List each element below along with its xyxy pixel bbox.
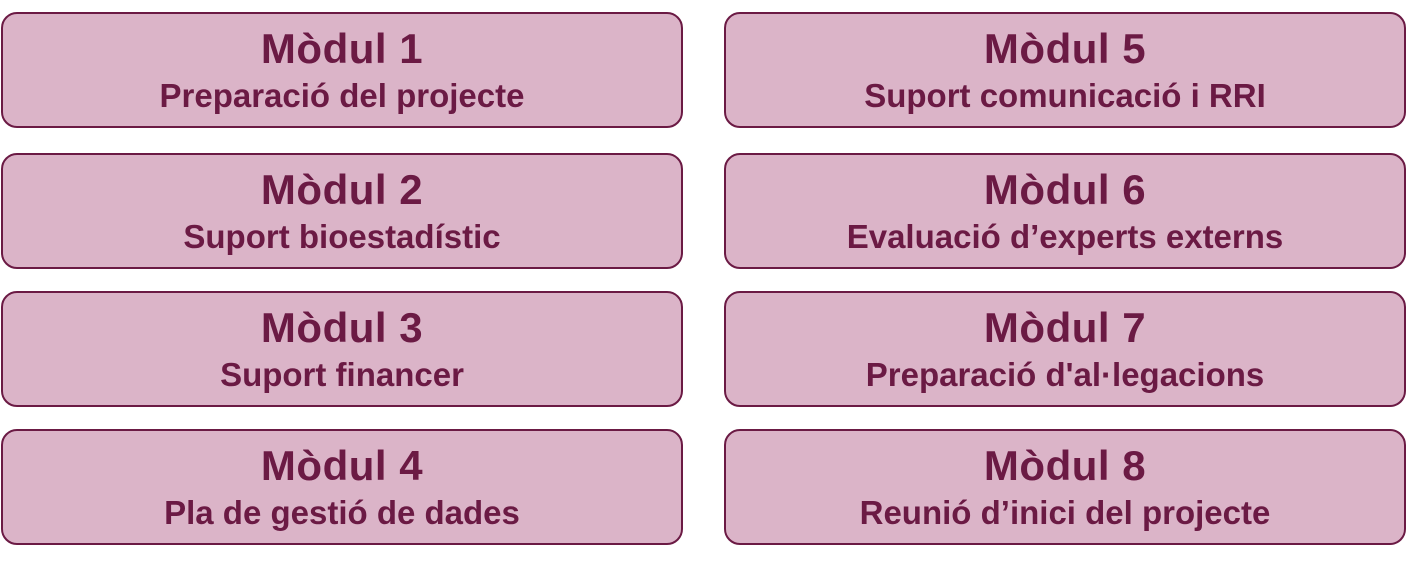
module-box-3: Mòdul 3 Suport financer xyxy=(1,291,683,407)
module-box-8: Mòdul 8 Reunió d’inici del projecte xyxy=(724,429,1406,545)
module-subtitle: Evaluació d’experts externs xyxy=(846,218,1284,255)
module-subtitle: Suport bioestadístic xyxy=(183,218,501,255)
module-box-1: Mòdul 1 Preparació del projecte xyxy=(1,12,683,128)
module-subtitle: Pla de gestió de dades xyxy=(164,494,520,531)
module-title: Mòdul 5 xyxy=(983,25,1147,72)
module-title: Mòdul 6 xyxy=(983,166,1147,213)
module-subtitle: Suport comunicació i RRI xyxy=(864,77,1266,114)
module-box-7: Mòdul 7 Preparació d'al·legacions xyxy=(724,291,1406,407)
module-title: Mòdul 7 xyxy=(983,304,1147,351)
module-title: Mòdul 1 xyxy=(260,25,424,72)
module-box-5: Mòdul 5 Suport comunicació i RRI xyxy=(724,12,1406,128)
module-box-4: Mòdul 4 Pla de gestió de dades xyxy=(1,429,683,545)
module-subtitle: Suport financer xyxy=(220,356,464,393)
module-box-2: Mòdul 2 Suport bioestadístic xyxy=(1,153,683,269)
module-subtitle: Preparació del projecte xyxy=(159,77,525,114)
module-box-6: Mòdul 6 Evaluació d’experts externs xyxy=(724,153,1406,269)
module-title: Mòdul 2 xyxy=(260,166,424,213)
module-title: Mòdul 3 xyxy=(260,304,424,351)
module-subtitle: Preparació d'al·legacions xyxy=(865,356,1265,393)
module-title: Mòdul 8 xyxy=(983,442,1147,489)
module-subtitle: Reunió d’inici del projecte xyxy=(859,494,1271,531)
module-title: Mòdul 4 xyxy=(260,442,424,489)
